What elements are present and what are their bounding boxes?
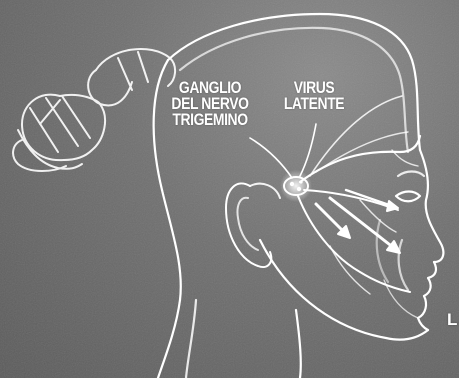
edge-label: L xyxy=(447,312,459,328)
ganglion-label: GANGLIO DEL NERVO TRIGEMINO xyxy=(161,80,259,128)
virus-label-line: LATENTE xyxy=(271,96,356,112)
edge-label-text: L xyxy=(447,312,459,328)
ganglion-node xyxy=(280,170,312,202)
virus-label: VIRUS LATENTE xyxy=(271,80,356,112)
ganglion-label-line: TRIGEMINO xyxy=(161,112,259,128)
